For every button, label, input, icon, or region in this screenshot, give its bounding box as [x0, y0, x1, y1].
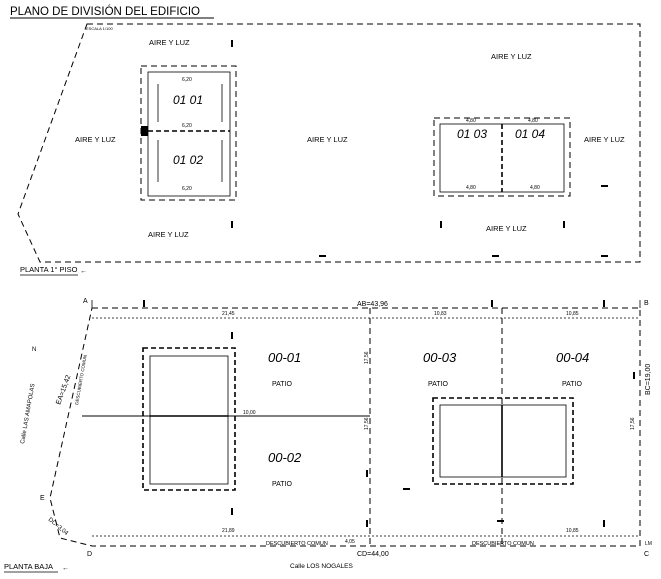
dim-480-b: 4,80: [528, 118, 538, 124]
dim-bc: BC=19,00: [645, 364, 652, 395]
street-left: Calle LAS AMAPOLAS: [20, 383, 37, 444]
unit-0101-label: 01 01: [173, 93, 203, 107]
unit-0001-label: 00-01: [268, 350, 301, 365]
unit-0104-label: 01 04: [515, 127, 545, 141]
upper-floor-plan: 01 01 01 02 6,20 6,20 6,20 01 03 01 04 4…: [17, 23, 641, 276]
dim-cd: CD=44,00: [357, 551, 389, 558]
dim-side-2: 17,56: [364, 417, 370, 430]
ground-floor-arrow: ←: [62, 565, 69, 572]
dim-620-a: 6,20: [182, 77, 192, 83]
patio-label-0003: PATIO: [428, 381, 449, 388]
unit-0004-label: 00-04: [556, 350, 589, 365]
upper-floor-outline: [17, 23, 641, 263]
lot-boundary: [49, 307, 641, 547]
aire-y-luz-right: AIRE Y LUZ: [584, 135, 625, 144]
north-mark: N: [32, 347, 36, 353]
dim-480-a: 4,80: [466, 118, 476, 124]
patio-label-0002: PATIO: [272, 481, 293, 488]
dim-620-b: 6,20: [182, 123, 192, 129]
corner-c: C: [644, 551, 649, 558]
right-building-outline: [432, 397, 574, 485]
dim-dc: DC=3,04: [47, 517, 70, 537]
aire-y-luz-bottom-left: AIRE Y LUZ: [148, 230, 189, 239]
aire-y-luz-center: AIRE Y LUZ: [307, 135, 348, 144]
dim-side-1: 17,56: [364, 351, 370, 364]
drawing-title: PLANO DE DIVISIÓN DEL EDIFICIO: [10, 5, 200, 18]
dim-top-2: 10,83: [434, 311, 447, 317]
dim-bot-1: 21,89: [222, 528, 235, 534]
dim-480-c: 4,80: [466, 185, 476, 191]
right-building-inner: [439, 404, 567, 478]
dim-ea: EA=15,42: [55, 374, 72, 406]
aire-y-luz-top-right: AIRE Y LUZ: [491, 52, 532, 61]
lm-label: LM: [645, 541, 652, 547]
left-block-notch: [141, 126, 148, 136]
corner-d: D: [87, 551, 92, 558]
patio-label-0004: PATIO: [562, 381, 583, 388]
unit-0103-label: 01 03: [457, 127, 487, 141]
aire-y-luz-left: AIRE Y LUZ: [75, 135, 116, 144]
upper-floor-arrow: ←: [80, 268, 87, 275]
dim-top-3: 10,85: [566, 311, 579, 317]
dim-ab: AB=43,96: [357, 301, 388, 308]
corner-a: A: [83, 298, 88, 305]
ground-floor-plan: 00-01 00-02 00-03 00-04 PATIO PATIO PATI…: [4, 298, 652, 573]
street-bottom: Calle LOS NOGALES: [290, 563, 354, 570]
upper-floor-label: PLANTA 1° PISO: [20, 265, 78, 274]
unit-0102-label: 01 02: [173, 153, 203, 167]
ground-column-marks: [143, 300, 635, 527]
descubierto-comun-1: DESCUBIERTO COMUN: [266, 541, 328, 547]
unit-0002-label: 00-02: [268, 450, 302, 465]
dim-480-d: 4,80: [530, 185, 540, 191]
patio-label-0001: PATIO: [272, 381, 293, 388]
descubierto-comun-left: DESCUBIERTO COMUN: [74, 354, 88, 405]
descubierto-comun-2: DESCUBIERTO COMUN: [472, 541, 534, 547]
left-building-outline: [142, 347, 236, 491]
aire-y-luz-bottom-right: AIRE Y LUZ: [486, 224, 527, 233]
left-building-inner: [149, 355, 229, 485]
dim-bot-3: 4,05: [345, 539, 355, 545]
right-block-outline: [433, 117, 571, 197]
unit-0003-label: 00-03: [423, 350, 457, 365]
aire-y-luz-top-left: AIRE Y LUZ: [149, 38, 190, 47]
left-block-inner: [147, 71, 231, 197]
corner-e: E: [40, 495, 45, 502]
corner-b: B: [644, 300, 649, 307]
dim-side-3: 17,56: [630, 417, 636, 430]
ground-floor-label: PLANTA BAJA: [4, 562, 53, 571]
scale-note: ESCALA 1/100: [86, 26, 113, 31]
dim-top-1: 21,45: [222, 311, 235, 317]
dim-bot-2: 10,85: [566, 528, 579, 534]
dim-mid-1: 10,00: [243, 410, 256, 416]
upper-column-marks: [231, 40, 608, 257]
dim-620-c: 6,20: [182, 186, 192, 192]
